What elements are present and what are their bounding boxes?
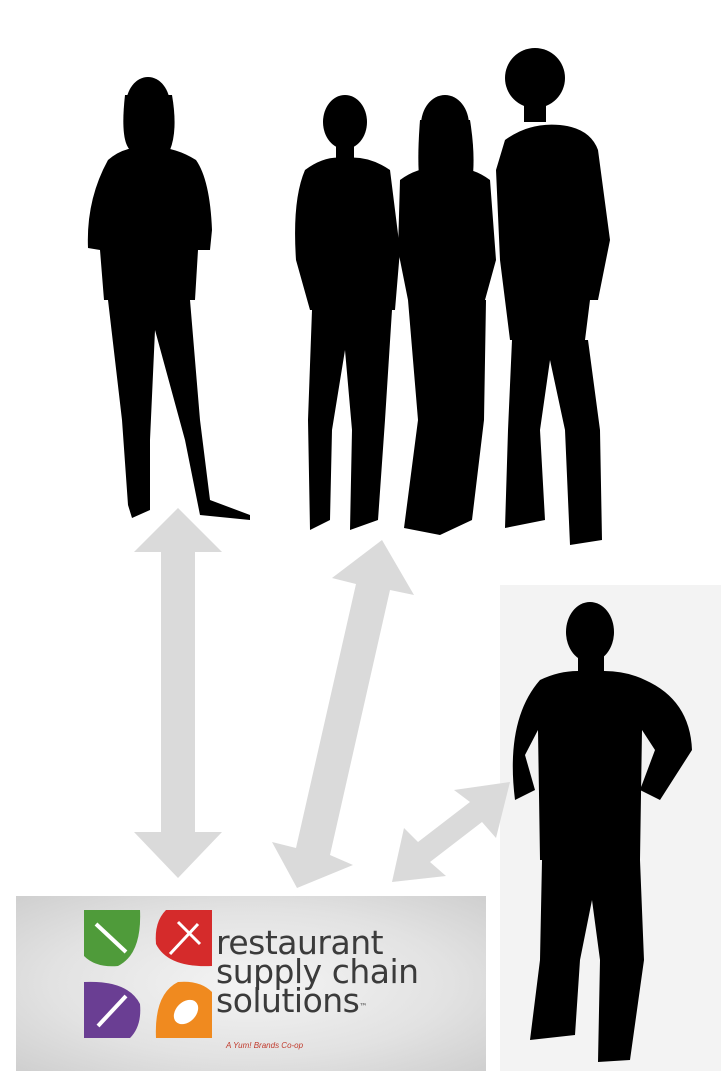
restaurant-supply-chain-solutions-logo: restaurant supply chain solutions™ A Yum… — [16, 896, 486, 1071]
logo-tagline: A Yum! Brands Co-op — [226, 1041, 303, 1050]
woman-standing-silhouette — [88, 77, 250, 520]
person-silhouette — [295, 95, 400, 530]
woman-silhouette — [398, 95, 496, 535]
vertical-two-way-arrow — [134, 508, 222, 878]
short-diagonal-two-way-arrow — [392, 782, 510, 882]
trademark-symbol: ™ — [359, 1002, 367, 1011]
leaf-logo-mark-icon — [78, 904, 218, 1044]
diagonal-two-way-arrow — [272, 540, 414, 888]
man-curly-hair-silhouette — [496, 48, 610, 545]
logo-line-solutions: solutions — [216, 981, 359, 1020]
logo-wordmark: restaurant supply chain solutions™ — [216, 928, 419, 1015]
